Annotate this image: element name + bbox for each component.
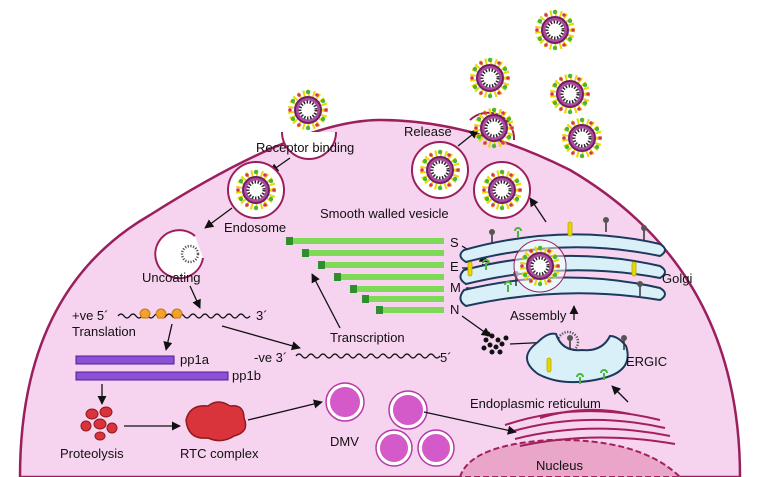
assembly-label: Assembly (510, 308, 567, 323)
uncoating-label: Uncoating (142, 270, 201, 285)
negative-rna (295, 353, 441, 359)
gene-s-label: S (450, 235, 459, 250)
ribosomes (139, 308, 183, 319)
proteolysis-label: Proteolysis (60, 446, 124, 461)
smooth-walled-vesicle (473, 161, 531, 219)
pp1a-label: pp1a (180, 352, 210, 367)
receptor-binding-label: Receptor binding (256, 140, 354, 155)
release-vesicle (411, 141, 469, 199)
arrow-n-nucleocapsid (461, 315, 491, 337)
arrow-transcription-mrnas (311, 273, 341, 329)
arrow-er-ergic (611, 385, 629, 403)
transcription-label: Transcription (330, 330, 405, 345)
arrow-uncoating-rna (189, 285, 201, 309)
uncoating-vesicle (154, 229, 204, 280)
minus-ve-label: -ve 3´ (254, 350, 287, 365)
arrow-endosome-uncoating (204, 207, 233, 229)
arrow-rna-negative (221, 325, 301, 351)
smooth-walled-vesicle-label: Smooth walled vesicle (320, 206, 449, 221)
entering-virion (281, 90, 337, 160)
nucleus-label: Nucleus (536, 458, 583, 473)
gene-n-label: N (450, 302, 459, 317)
arrow-rtc-dmv (247, 399, 323, 421)
nucleocapsid-cluster (481, 331, 509, 355)
dmv-label: DMV (330, 434, 359, 449)
arrow-golgi-vesicle (529, 197, 547, 223)
rtc-complex (185, 401, 247, 442)
positive-rna (117, 313, 251, 319)
er-label: Endoplasmic reticulum (470, 396, 601, 411)
plus-ve-label: +ve 5´ (72, 308, 109, 323)
gene-e-label: E (450, 259, 459, 274)
pp1a-bar (75, 355, 175, 365)
rna-coil (556, 330, 580, 354)
exocytosing-virion (469, 108, 514, 148)
dmv-vesicles (326, 383, 454, 466)
pp1b-label: pp1b (232, 368, 261, 383)
endosome-label: Endosome (224, 220, 286, 235)
arrow-dmv-nucleus (423, 411, 517, 435)
release-label: Release (404, 124, 452, 139)
endoplasmic-reticulum (504, 408, 676, 447)
arrow-release (457, 129, 479, 147)
five-prime-bottom-label: 5´ (440, 350, 452, 365)
endosome (227, 161, 285, 219)
arrow-rna-polyproteins (163, 323, 173, 351)
rtc-complex-label: RTC complex (180, 446, 259, 461)
ergic-label: ERGIC (626, 354, 667, 369)
gene-m-label: M (450, 280, 461, 295)
pp1b-bar (75, 371, 229, 381)
three-prime-top-label: 3´ (256, 308, 268, 323)
proteolysis-products (80, 406, 118, 441)
translation-label: Translation (72, 324, 136, 339)
subgenomic-mrnas (286, 237, 444, 314)
golgi-label: Golgi (662, 271, 692, 286)
